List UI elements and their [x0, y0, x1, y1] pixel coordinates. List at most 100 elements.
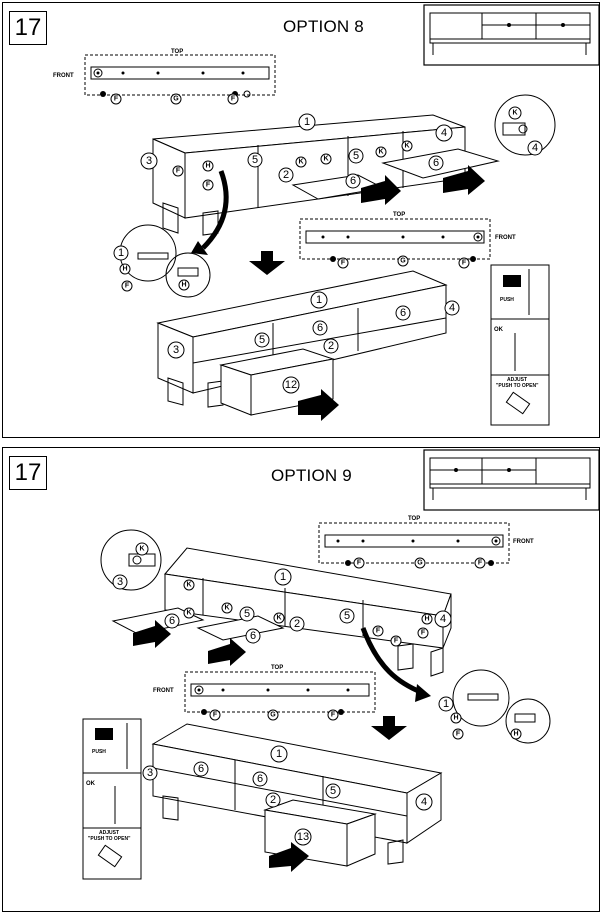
callout-f4: F: [206, 182, 211, 189]
callout-4c: 4: [449, 302, 455, 314]
callout-12: 12: [285, 379, 297, 391]
ok-label: OK: [494, 327, 504, 333]
zoom-detail-hinge: [452, 669, 551, 744]
adjust-label: ADJUST: [507, 377, 527, 383]
callout-f7: F: [331, 712, 336, 719]
callout-4: 4: [441, 127, 447, 139]
callout-6: 6: [350, 175, 356, 187]
callout-k2: K: [186, 582, 191, 589]
callout-3: 3: [146, 155, 152, 167]
callout-5c: 5: [259, 334, 265, 346]
callout-h2: H: [453, 715, 458, 722]
callout-3: 3: [117, 576, 123, 588]
rail-top-label: TOP: [408, 516, 420, 522]
callout-2b: 2: [328, 340, 334, 352]
callout-6b: 6: [433, 157, 439, 169]
callout-k5: K: [404, 143, 409, 150]
callout-1: 1: [304, 116, 310, 128]
callout-4: 4: [440, 613, 446, 625]
callout-f: F: [114, 96, 119, 103]
callout-k4: K: [276, 615, 281, 622]
callouts-option-8: 1 3 4 2 5 5 6 6 4 K F G F H F F K K K K: [110, 93, 543, 394]
down-arrow: [371, 716, 407, 740]
callout-g2: G: [400, 258, 406, 265]
option-8-illustration: TOP FRONT: [53, 4, 599, 426]
callout-6d: 6: [257, 773, 263, 785]
push-label: PUSH: [92, 749, 106, 755]
callout-g: G: [417, 560, 423, 567]
rail-detail-middle: TOP FRONT: [153, 665, 376, 715]
callout-6d: 6: [317, 322, 323, 334]
callout-k3: K: [323, 156, 328, 163]
callout-2: 2: [283, 169, 289, 181]
callouts-option-9: 1 3 4 6 6 5 2 5 K K K K K F F F H F G F: [112, 542, 522, 846]
down-arrow: [249, 251, 285, 275]
callout-f: F: [376, 628, 381, 635]
callout-1: 1: [280, 571, 286, 583]
push-to-open-box: PUSH OK ADJUST "PUSH TO OPEN": [82, 718, 142, 880]
panel-option-8: 17 OPTION 8 TOP FRONT: [2, 2, 600, 438]
callout-6c: 6: [400, 307, 406, 319]
zoom-detail-hinge: [119, 224, 211, 298]
zoom-detail-k: [494, 94, 556, 156]
callout-f5: F: [478, 560, 483, 567]
callout-4b: 4: [421, 796, 427, 808]
callout-f2: F: [231, 96, 236, 103]
callout-1c: 1: [316, 294, 322, 306]
rail-detail-right: TOP FRONT: [299, 212, 516, 262]
callout-6: 6: [169, 615, 175, 627]
callout-f5: F: [125, 283, 130, 290]
callout-1c: 1: [276, 748, 282, 760]
step-number-box: 17: [9, 456, 47, 490]
panel-option-9: 17 OPTION 9 TOP FRONT: [2, 447, 600, 912]
push-to-open-box: PUSH OK ADJUST "PUSH TO OPEN": [490, 264, 550, 426]
zoom-detail-k: [100, 529, 162, 591]
callout-2b: 2: [270, 794, 276, 806]
callout-g2: G: [270, 712, 276, 719]
cabinet-assembled: [151, 723, 443, 867]
callout-1b: 1: [118, 247, 124, 259]
callout-k5: K: [186, 610, 191, 617]
callout-4b: 4: [532, 142, 538, 154]
cabinet-assembled: [156, 270, 448, 416]
push-to-open-label: "PUSH TO OPEN": [496, 383, 539, 389]
callout-6b: 6: [250, 630, 256, 642]
callout-6c: 6: [198, 763, 204, 775]
callout-5: 5: [252, 154, 258, 166]
layout-thumbnail: [423, 449, 599, 511]
callout-f3: F: [421, 630, 426, 637]
callout-3b: 3: [147, 767, 153, 779]
curved-arrow: [360, 627, 424, 696]
callout-k2: K: [298, 159, 303, 166]
callout-f7: F: [462, 260, 467, 267]
callout-13: 13: [297, 831, 309, 843]
callout-3b: 3: [173, 344, 179, 356]
callout-h: H: [205, 163, 210, 170]
callout-5b: 5: [353, 150, 359, 162]
callout-k4: K: [378, 149, 383, 156]
callout-f6: F: [341, 260, 346, 267]
callout-f2: F: [394, 638, 399, 645]
callout-h3: H: [181, 282, 186, 289]
cabinet-top-view: [111, 547, 452, 677]
callout-k: K: [512, 110, 517, 117]
callout-h2: H: [122, 266, 127, 273]
rail-top-label-2: TOP: [393, 212, 405, 218]
rail-front-label-2: FRONT: [495, 235, 516, 241]
layout-thumbnail: [423, 4, 599, 66]
callout-k: K: [139, 546, 144, 553]
callout-5: 5: [244, 608, 250, 620]
rail-top-label: TOP: [171, 49, 183, 55]
callout-h: H: [424, 616, 429, 623]
option-9-illustration: TOP FRONT: [82, 449, 599, 880]
rail-front-label: FRONT: [53, 73, 74, 79]
callout-1b: 1: [443, 698, 449, 710]
callout-f6: F: [213, 712, 218, 719]
callout-2: 2: [294, 618, 300, 630]
callout-h3: H: [513, 731, 518, 738]
step-number-box: 17: [9, 11, 47, 45]
callout-k3: K: [224, 605, 229, 612]
push-arrow-drawer: [298, 389, 339, 421]
callout-f4: F: [357, 560, 362, 567]
